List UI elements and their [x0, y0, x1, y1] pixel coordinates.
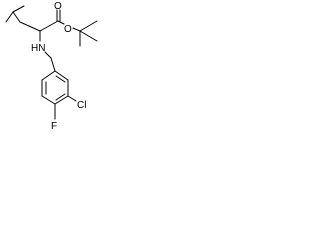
bond-ester-oxygen-to-tbu: [72, 27, 81, 32]
atom-label-amine: HN: [31, 43, 45, 54]
bond-nh-to-benzyl-ch2: [44, 51, 52, 59]
ring-bond-4: [54, 95, 69, 105]
atom-label-carbonyl-oxygen: O: [54, 1, 62, 12]
bond-ring-to-chlorine: [67, 95, 77, 102]
bond-tbu-left-methyl-3: [12, 11, 21, 23]
ring-inner-double-2: [55, 93, 66, 101]
ring-bond-6: [54, 70, 69, 81]
tert-butyl-ester-group: [79, 20, 98, 47]
bond-tbu-left-methyl-2: [5, 11, 14, 23]
atom-labels: O O HN Cl F: [31, 1, 86, 132]
bond-alpha-to-carbonyl: [39, 20, 59, 32]
ring-bond-3: [41, 95, 56, 105]
atom-label-chlorine: Cl: [77, 100, 86, 111]
bond-benzyl-ch2-to-ring: [50, 57, 56, 72]
benzene-ring: [41, 70, 69, 105]
bond-tbu-left-methyl-1: [12, 5, 25, 13]
atom-label-fluorine: F: [51, 121, 57, 132]
ring-bond-1: [41, 70, 56, 81]
bond-tbu-left-to-alpha: [19, 21, 41, 32]
substituent-bonds: [54, 95, 77, 120]
atom-label-ester-oxygen: O: [64, 24, 72, 35]
bond-carbonyl-to-ester-oxygen: [57, 20, 65, 25]
bond-ester-tbu-methyl-2: [79, 30, 98, 42]
bond-ester-tbu-methyl-1: [79, 20, 98, 32]
ring-inner-double-3: [55, 75, 66, 83]
tert-butyl-group-left: [5, 5, 41, 32]
chemical-structure-diagram: O O HN Cl F: [5, 1, 98, 132]
amino-acid-backbone: [39, 9, 81, 72]
